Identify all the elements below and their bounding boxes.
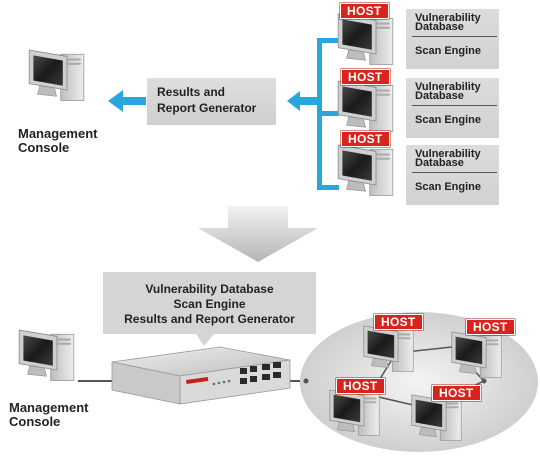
net-host-badge-4: HOST bbox=[432, 385, 481, 401]
top-console-line-2: Console bbox=[18, 139, 70, 155]
top-console-line-1: Management bbox=[18, 126, 98, 141]
results-line-1: Results and bbox=[157, 85, 226, 99]
host-computer-3 bbox=[337, 144, 394, 197]
features-callout: Vulnerability Database Scan Engine Resul… bbox=[103, 272, 316, 334]
results-report-generator-box: Results and Report Generator bbox=[147, 78, 276, 125]
results-line-2: Report Generator bbox=[157, 101, 257, 115]
host-bracket bbox=[302, 38, 339, 190]
callout-pointer bbox=[196, 334, 214, 346]
transition-arrow bbox=[198, 206, 318, 262]
callout-line-3: Results and Report Generator bbox=[124, 312, 295, 326]
host-badge-3: HOST bbox=[341, 131, 390, 147]
net-host-badge-1: HOST bbox=[374, 314, 423, 330]
db-box-1-line2: Scan Engine bbox=[415, 45, 482, 57]
bottom-console-line-1: Management bbox=[9, 400, 89, 415]
port-dot-left bbox=[303, 378, 309, 384]
router-appliance bbox=[111, 346, 291, 405]
bottom-console-label: Management Console bbox=[9, 401, 88, 428]
db-box-3-line2: Scan Engine bbox=[415, 181, 482, 193]
net-host-badge-3: HOST bbox=[336, 378, 385, 394]
arrow-to-console bbox=[108, 90, 146, 112]
port-dot-right bbox=[481, 378, 487, 384]
host-computer-1 bbox=[337, 13, 394, 66]
bottom-console-computer bbox=[18, 329, 75, 382]
host-badge-1: HOST bbox=[340, 3, 389, 19]
top-console-label: Management Console bbox=[18, 127, 97, 154]
net-host-badge-2: HOST bbox=[466, 319, 515, 335]
management-console-computer bbox=[28, 49, 85, 102]
host-computer-2 bbox=[337, 80, 394, 133]
callout-line-1: Vulnerability Database bbox=[145, 282, 274, 296]
bottom-console-line-2: Console bbox=[9, 413, 61, 429]
arrow-to-results bbox=[287, 91, 318, 111]
callout-line-2: Scan Engine bbox=[173, 297, 246, 311]
db-box-2-line2: Scan Engine bbox=[415, 114, 482, 126]
host-badge-2: HOST bbox=[341, 69, 390, 85]
